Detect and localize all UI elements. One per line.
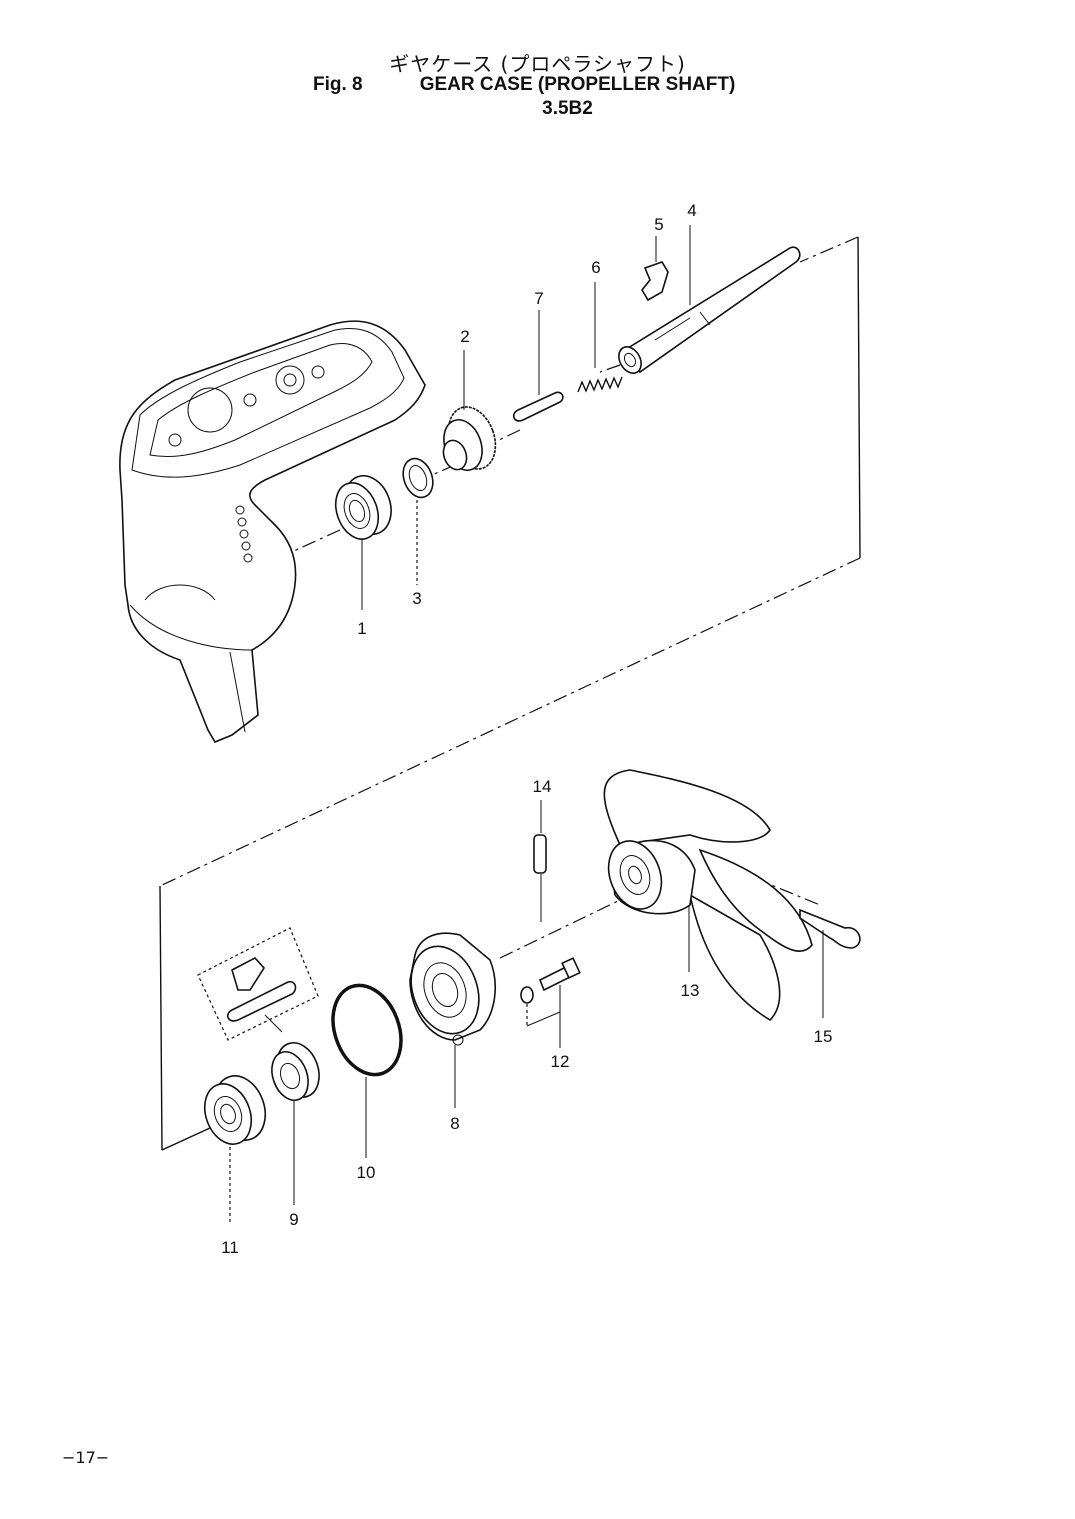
label-part-8: 8 [450, 1114, 459, 1133]
part-9-oil-seal [271, 1042, 320, 1205]
label-part-2: 2 [460, 327, 469, 346]
gear-case-housing [119, 320, 426, 744]
part-6-spring [577, 282, 623, 393]
part-15-cotter-pin [799, 908, 861, 1018]
label-part-3: 3 [412, 589, 421, 608]
part-8-shaft-housing [409, 932, 496, 1108]
label-part-13: 13 [681, 981, 700, 1000]
part-12-bolt-washer [520, 957, 581, 1048]
label-part-9: 9 [289, 1210, 298, 1229]
part-4-propeller-shaft [618, 225, 801, 374]
part-11-ball-bearing [203, 1075, 267, 1225]
label-part-4: 4 [687, 201, 696, 220]
figure-label: Fig. 8 [313, 74, 363, 95]
label-part-5: 5 [654, 215, 663, 234]
part-7-pin [512, 310, 564, 422]
page-number: −17− [62, 1448, 110, 1467]
part-13-propeller [603, 769, 813, 1022]
part-5-shift-clutch [641, 236, 669, 302]
label-part-15: 15 [814, 1027, 833, 1046]
label-part-10: 10 [357, 1163, 376, 1182]
label-part-14: 14 [533, 777, 552, 796]
model-code: 3.5B2 [542, 98, 593, 119]
part-14-pin [533, 800, 547, 922]
part-10-o-ring [331, 983, 403, 1158]
callout-labels: 1 2 3 4 5 6 7 8 9 10 11 12 13 14 15 [221, 201, 832, 1257]
lower-assembly-frame [159, 867, 821, 1151]
title-english: GEAR CASE (PROPELLER SHAFT) [419, 74, 736, 95]
part-1-ball-bearing [334, 475, 392, 610]
label-part-12: 12 [551, 1052, 570, 1071]
label-part-11: 11 [221, 1238, 239, 1257]
part-3-washer [402, 457, 434, 585]
label-part-7: 7 [534, 289, 543, 308]
label-part-6: 6 [591, 258, 600, 277]
part-2-bevel-gear [442, 350, 497, 471]
title-japanese: ギヤケース (プロペラシャフト) [389, 52, 686, 76]
label-part-1: 1 [357, 619, 366, 638]
inset-part-detail [226, 957, 297, 1022]
